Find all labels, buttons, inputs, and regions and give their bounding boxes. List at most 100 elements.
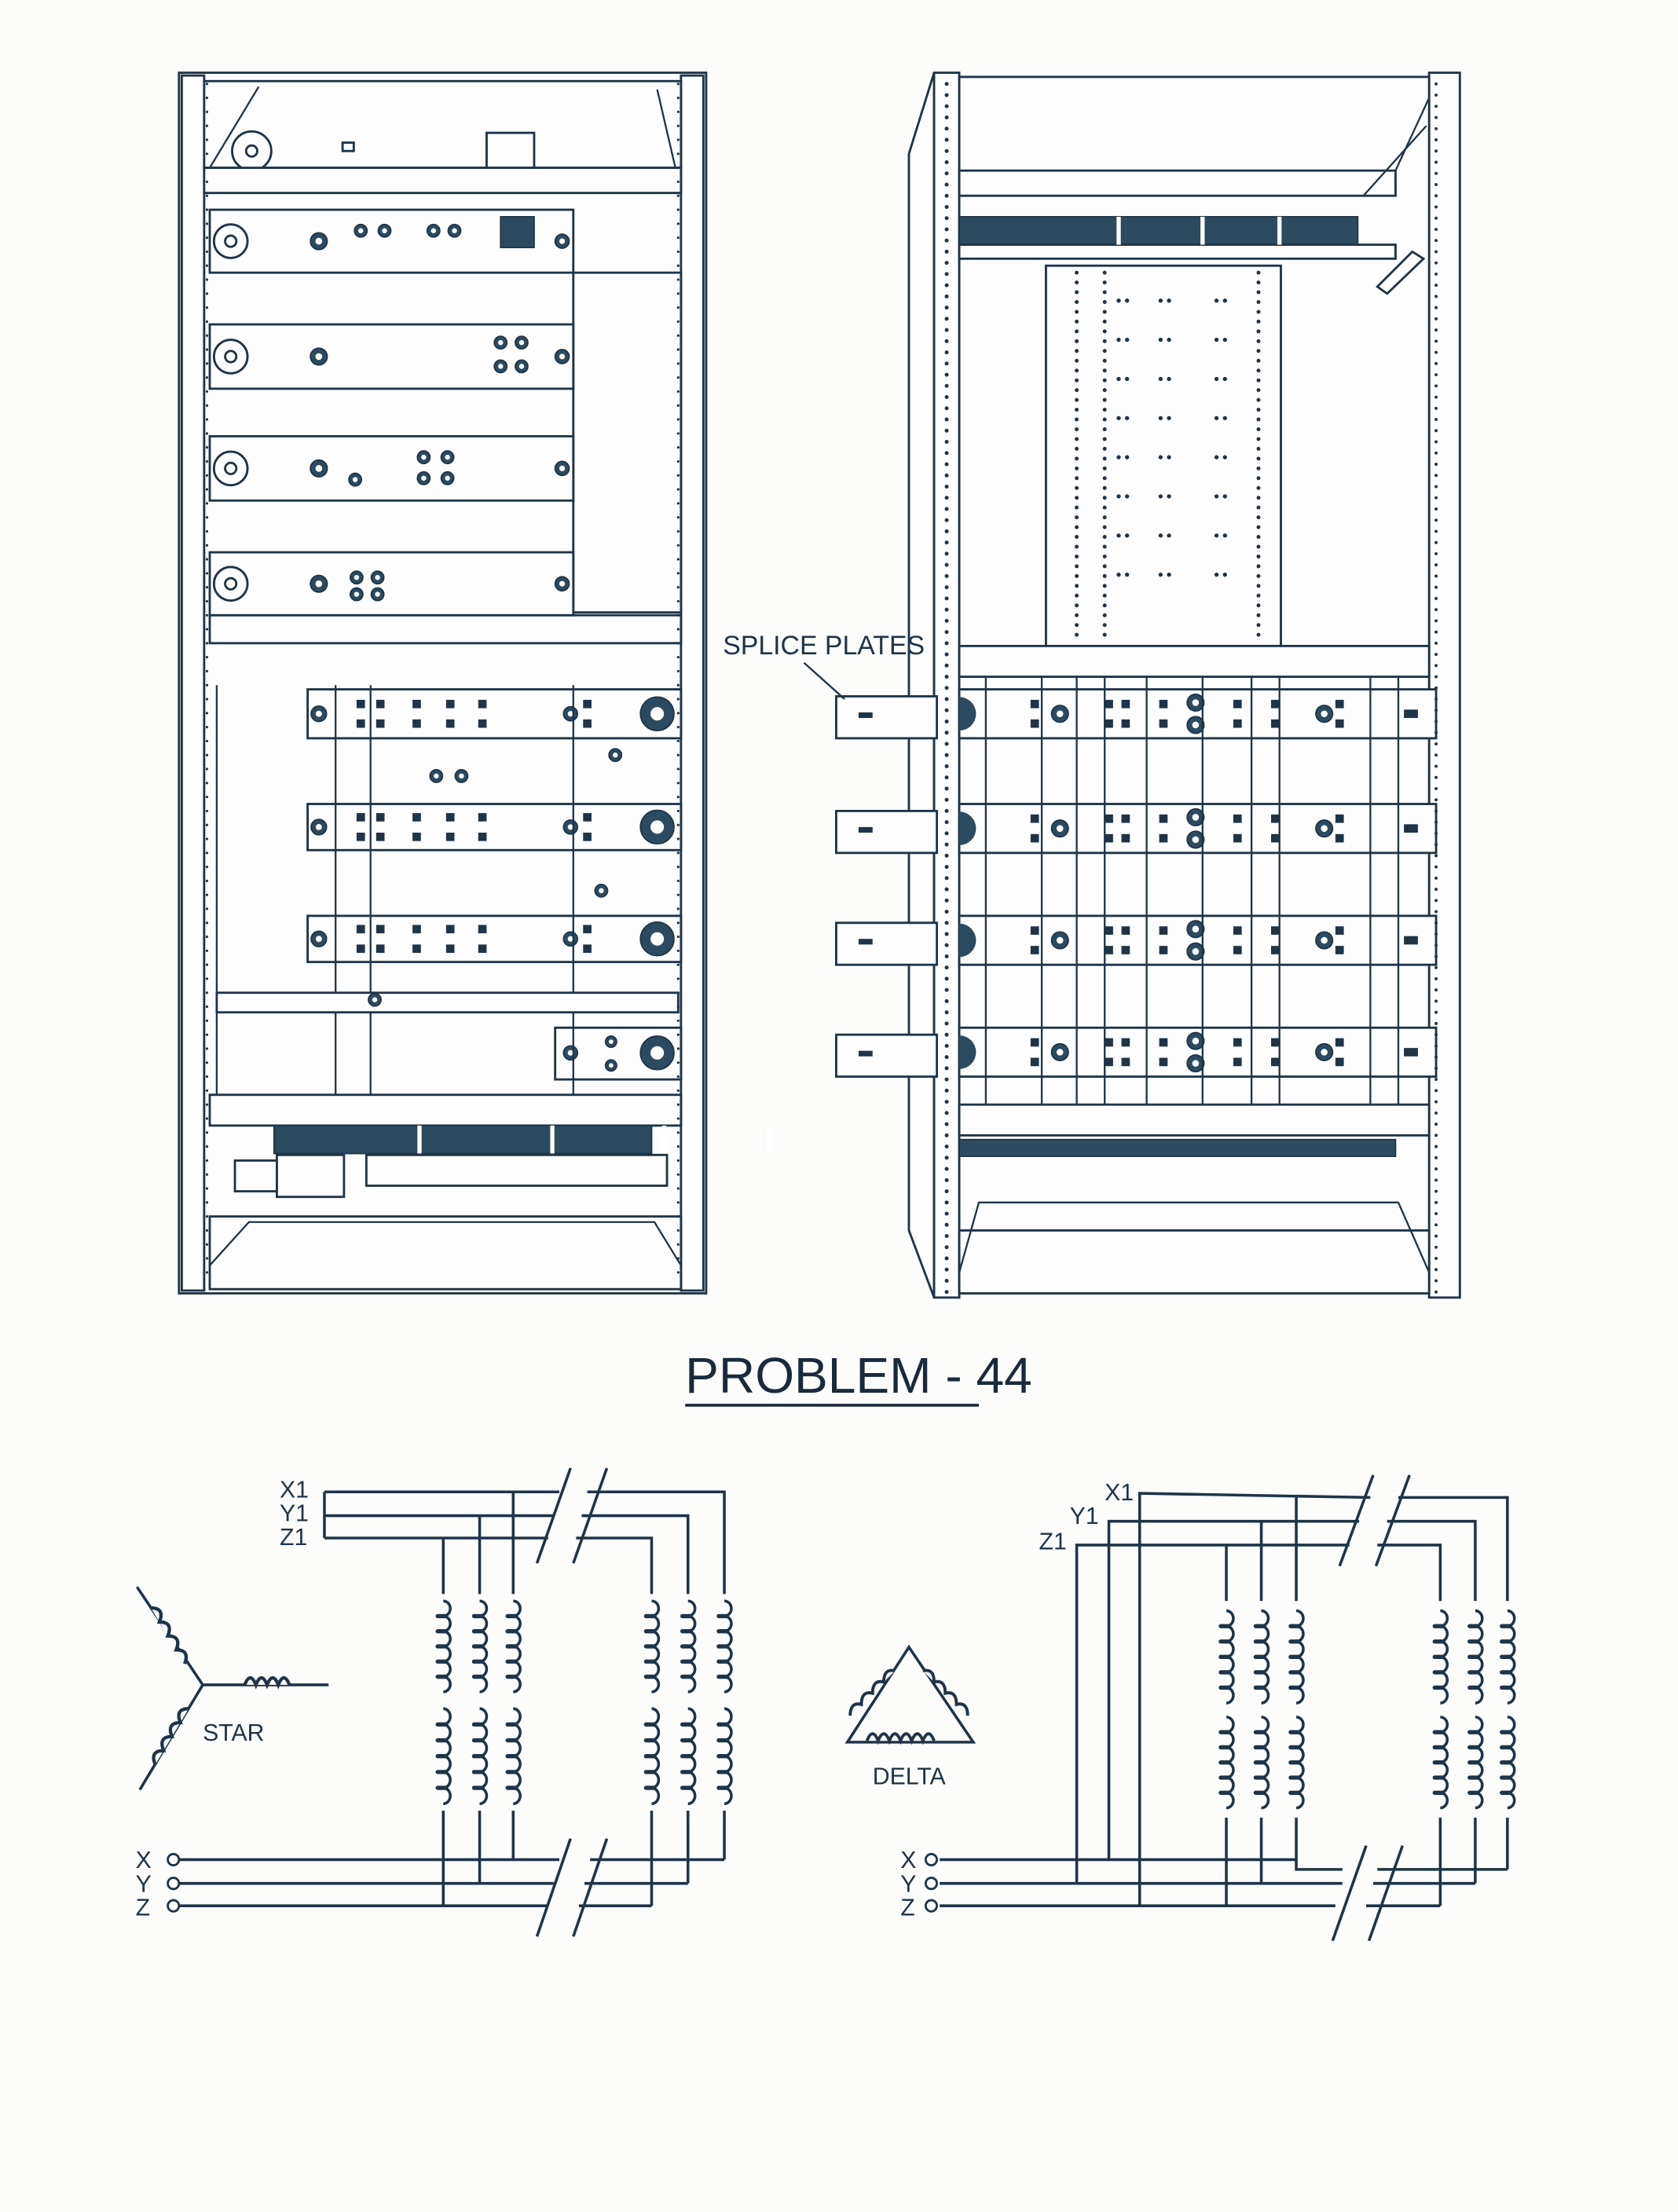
plate-hole — [1256, 535, 1261, 540]
slot-hole — [1233, 946, 1242, 954]
slot-hole — [412, 833, 421, 841]
rail-hole — [1434, 1100, 1438, 1104]
rail-hole — [205, 1229, 209, 1232]
rail-hole — [676, 278, 680, 281]
plate-hole — [1075, 300, 1079, 304]
rail-hole — [1434, 1010, 1438, 1014]
plate-hole — [1102, 505, 1107, 510]
rail-hole — [676, 866, 680, 869]
splice-plate-slot — [858, 1050, 873, 1057]
slot-hole — [445, 719, 455, 728]
plate-hole — [1256, 437, 1261, 441]
rail-hole — [944, 372, 949, 377]
rail-hole — [205, 949, 209, 953]
slot-hole — [1271, 699, 1280, 709]
rail-hole — [1434, 1122, 1438, 1126]
plate-hole — [1075, 417, 1079, 422]
plate-hole — [1075, 349, 1079, 353]
slot-hole — [1030, 699, 1039, 709]
rail-hole — [944, 797, 949, 802]
plate-hole — [1256, 544, 1261, 549]
plate-hole — [1102, 358, 1107, 363]
rail-hole — [944, 294, 949, 298]
rail-hole — [944, 764, 949, 768]
rail-hole — [205, 1159, 209, 1163]
rail-hole — [944, 249, 949, 254]
rail-hole — [1434, 1089, 1438, 1093]
cable-slot-band — [958, 1138, 1397, 1157]
rail-hole — [205, 1187, 209, 1190]
side-panel — [907, 72, 936, 1298]
rail-hole — [676, 1145, 680, 1148]
slot-hole — [356, 833, 365, 841]
rail-hole — [1434, 1111, 1438, 1115]
rail-hole — [1434, 272, 1438, 276]
rail-hole — [944, 921, 949, 925]
rail-hole — [944, 596, 949, 601]
rail-hole — [205, 642, 209, 645]
star-symbol — [135, 1586, 329, 1791]
cross-member — [215, 991, 680, 1014]
splice-plate-slot — [858, 712, 873, 719]
plate-hole — [1075, 388, 1079, 393]
rail-hole — [676, 376, 680, 379]
rail-hole — [1434, 1212, 1438, 1216]
star-coil — [152, 1707, 189, 1766]
slot-hole — [1271, 814, 1280, 823]
bolt-hole-center — [315, 353, 323, 361]
rail-hole — [205, 921, 209, 925]
rail-hole — [1434, 921, 1438, 925]
plate-hole — [1075, 427, 1079, 431]
left-post — [180, 74, 206, 1292]
terminal-icon — [924, 1852, 939, 1866]
wire-x1 — [1138, 1492, 1371, 1860]
rail-hole — [676, 767, 680, 771]
rail-hole — [676, 991, 680, 994]
bus-terminal-center — [224, 461, 238, 475]
plate-hole — [1102, 485, 1107, 490]
plate-hole — [1102, 349, 1107, 353]
rail-hole — [205, 669, 209, 673]
plate-hole — [1075, 437, 1079, 441]
rail-hole — [1434, 183, 1438, 186]
rail-hole — [944, 518, 949, 522]
rail-hole — [944, 1010, 949, 1015]
splice-plate-slot — [858, 826, 873, 833]
rail-hole — [1434, 1223, 1438, 1227]
plate-hole — [1125, 416, 1130, 420]
bolt-hole-center — [445, 454, 450, 460]
rail-hole — [944, 317, 949, 321]
rail-hole — [944, 652, 949, 657]
rail-hole — [944, 261, 949, 266]
plate-hole — [1102, 573, 1107, 578]
plate-hole — [1075, 358, 1079, 363]
rail-hole — [944, 675, 949, 679]
bolt-hole-center — [1321, 1049, 1328, 1056]
plate-hole — [1075, 408, 1079, 412]
busbar — [208, 323, 575, 390]
plate-hole — [1102, 378, 1107, 383]
rail-hole — [205, 809, 209, 813]
top-rail — [203, 167, 683, 195]
rail-hole — [676, 390, 680, 394]
plate-hole — [1256, 417, 1261, 422]
rail-hole — [676, 977, 680, 980]
rail-hole — [944, 1189, 949, 1194]
rail-hole — [676, 418, 680, 421]
plate-hole — [1102, 613, 1107, 617]
plate-hole — [1125, 494, 1130, 499]
rail-hole — [944, 1234, 949, 1239]
rail-hole — [676, 474, 680, 477]
bolt-hole-center — [352, 477, 358, 482]
plate-hole — [1256, 300, 1261, 304]
lower-rail — [208, 1093, 683, 1127]
terminal-icon — [167, 1852, 181, 1866]
slot-hole — [412, 944, 421, 954]
bus-terminal-center — [224, 577, 238, 591]
plate-hole — [1075, 329, 1079, 334]
rail-hole — [944, 104, 949, 108]
plate-hole — [1102, 535, 1107, 540]
rail-hole — [1434, 888, 1438, 892]
plate-hole — [1102, 300, 1107, 304]
rail-hole — [944, 831, 949, 836]
